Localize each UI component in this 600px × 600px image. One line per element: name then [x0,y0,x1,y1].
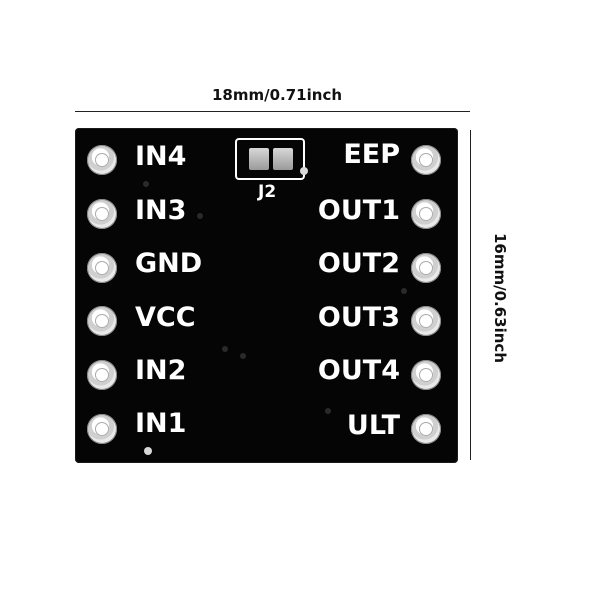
pin-label-out1: OUT1 [317,195,400,226]
pcb-board: IN4 IN3 GND VCC IN2 IN1 EEP OUT1 OUT2 OU… [75,128,458,463]
via [222,346,228,352]
pad-left-2 [87,199,117,229]
height-dimension-line [470,130,471,460]
width-dimension-line [75,111,470,112]
pad-left-6 [87,414,117,444]
pin-label-ult: ULT [346,410,400,441]
via [401,288,407,294]
pin-label-eep: EEP [343,139,400,170]
pin-label-out4: OUT4 [317,355,400,386]
height-dimension-label: 16mm/0.63inch [491,232,509,364]
jumper-label: J2 [258,182,277,202]
pin-label-in4: IN4 [135,141,187,172]
via [197,213,203,219]
via [300,167,308,175]
pad-right-5 [411,360,441,390]
via [240,353,246,359]
pin-label-gnd: GND [135,248,203,279]
pad-right-6 [411,414,441,444]
via [325,408,331,414]
width-dimension-label: 18mm/0.71inch [212,86,343,104]
jumper-pad-left [249,148,269,170]
pad-left-4 [87,306,117,336]
pad-right-3 [411,253,441,283]
pad-left-5 [87,360,117,390]
pad-right-2 [411,199,441,229]
pad-left-3 [87,253,117,283]
pin-label-in2: IN2 [135,355,187,386]
pad-left-1 [87,145,117,175]
pad-right-4 [411,306,441,336]
pin-label-out3: OUT3 [317,302,400,333]
pin-label-in1: IN1 [135,408,187,439]
pad-right-1 [411,145,441,175]
via [143,181,149,187]
pin-label-vcc: VCC [135,302,196,333]
jumper-pad-right [273,148,293,170]
via [144,447,152,455]
jumper-outline [235,138,305,180]
pin-label-out2: OUT2 [317,248,400,279]
pin-label-in3: IN3 [135,195,187,226]
